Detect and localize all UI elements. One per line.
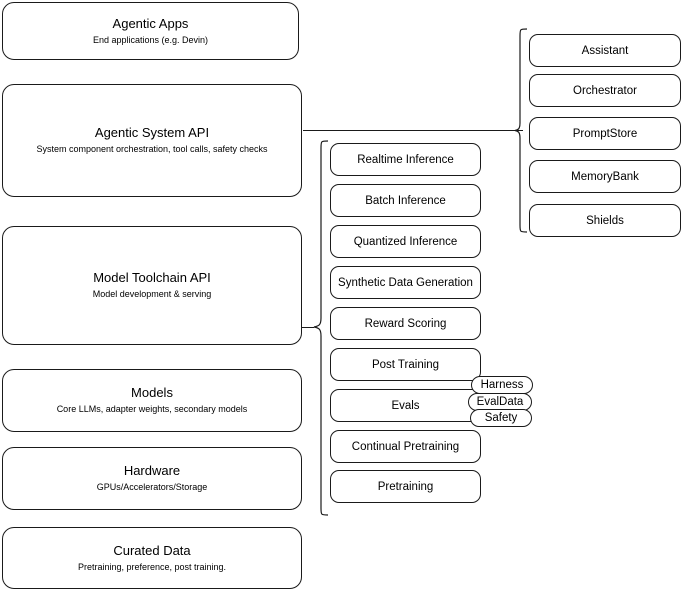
evals-badge-evaldata[interactable]: EvalData <box>468 393 532 411</box>
layer-box-agentic-system-api[interactable]: Agentic System API System component orch… <box>2 84 302 197</box>
brace-toolchain-components <box>313 140 329 517</box>
component-label: Evals <box>391 399 420 412</box>
component-label: Batch Inference <box>365 194 446 207</box>
evals-badge-label: Harness <box>480 379 524 391</box>
component-chip-quantized-inference[interactable]: Quantized Inference <box>330 225 481 258</box>
component-label: Realtime Inference <box>357 153 454 166</box>
component-label: MemoryBank <box>571 170 639 183</box>
component-label: Orchestrator <box>573 84 637 97</box>
evals-badge-label: Safety <box>484 412 518 424</box>
evals-badge-safety[interactable]: Safety <box>470 409 532 427</box>
component-chip-assistant[interactable]: Assistant <box>529 34 681 67</box>
component-label: PromptStore <box>572 127 638 140</box>
component-chip-synthetic-data-generation[interactable]: Synthetic Data Generation <box>330 266 481 299</box>
component-label: Synthetic Data Generation <box>338 276 473 289</box>
layer-title: Model Toolchain API <box>93 270 211 285</box>
layer-title: Agentic Apps <box>112 15 189 31</box>
component-label: Quantized Inference <box>353 235 458 248</box>
component-label: Shields <box>586 214 624 227</box>
component-chip-memorybank[interactable]: MemoryBank <box>529 160 681 193</box>
component-chip-pretraining[interactable]: Pretraining <box>330 470 481 503</box>
evals-badge-harness[interactable]: Harness <box>471 376 533 394</box>
layer-subtitle: End applications (e.g. Devin) <box>92 34 209 45</box>
layer-title: Models <box>131 385 173 400</box>
component-chip-shields[interactable]: Shields <box>529 204 681 237</box>
layer-subtitle: Model development & serving <box>92 289 212 299</box>
component-label: Assistant <box>581 44 629 57</box>
layer-subtitle: Pretraining, preference, post training. <box>77 561 227 572</box>
layer-subtitle: GPUs/Accelerators/Storage <box>96 482 208 492</box>
component-chip-evals[interactable]: Evals <box>330 389 481 422</box>
layer-title: Curated Data <box>113 542 191 558</box>
connector-toolchain-to-components <box>302 327 314 328</box>
component-chip-promptstore[interactable]: PromptStore <box>529 117 681 150</box>
layer-box-hardware[interactable]: Hardware GPUs/Accelerators/Storage <box>2 447 302 510</box>
component-chip-batch-inference[interactable]: Batch Inference <box>330 184 481 217</box>
component-label: Reward Scoring <box>364 317 447 330</box>
layer-title: Agentic System API <box>94 125 210 140</box>
layer-box-model-toolchain-api[interactable]: Model Toolchain API Model development & … <box>2 226 302 345</box>
layer-title: Hardware <box>123 463 181 478</box>
evals-badge-label: EvalData <box>476 396 524 408</box>
component-label: Post Training <box>371 358 440 371</box>
component-chip-continual-pretraining[interactable]: Continual Pretraining <box>330 430 481 463</box>
component-chip-orchestrator[interactable]: Orchestrator <box>529 74 681 107</box>
connector-agentic-system-to-components <box>303 130 523 131</box>
component-label: Pretraining <box>377 480 434 493</box>
layer-subtitle: System component orchestration, tool cal… <box>36 144 268 154</box>
layer-box-curated-data[interactable]: Curated Data Pretraining, preference, po… <box>2 527 302 589</box>
layer-subtitle: Core LLMs, adapter weights, secondary mo… <box>56 404 248 414</box>
component-label: Continual Pretraining <box>351 440 460 453</box>
layer-box-agentic-apps[interactable]: Agentic Apps End applications (e.g. Devi… <box>2 2 299 60</box>
component-chip-post-training[interactable]: Post Training <box>330 348 481 381</box>
component-chip-reward-scoring[interactable]: Reward Scoring <box>330 307 481 340</box>
component-chip-realtime-inference[interactable]: Realtime Inference <box>330 143 481 176</box>
layer-box-models[interactable]: Models Core LLMs, adapter weights, secon… <box>2 369 302 432</box>
